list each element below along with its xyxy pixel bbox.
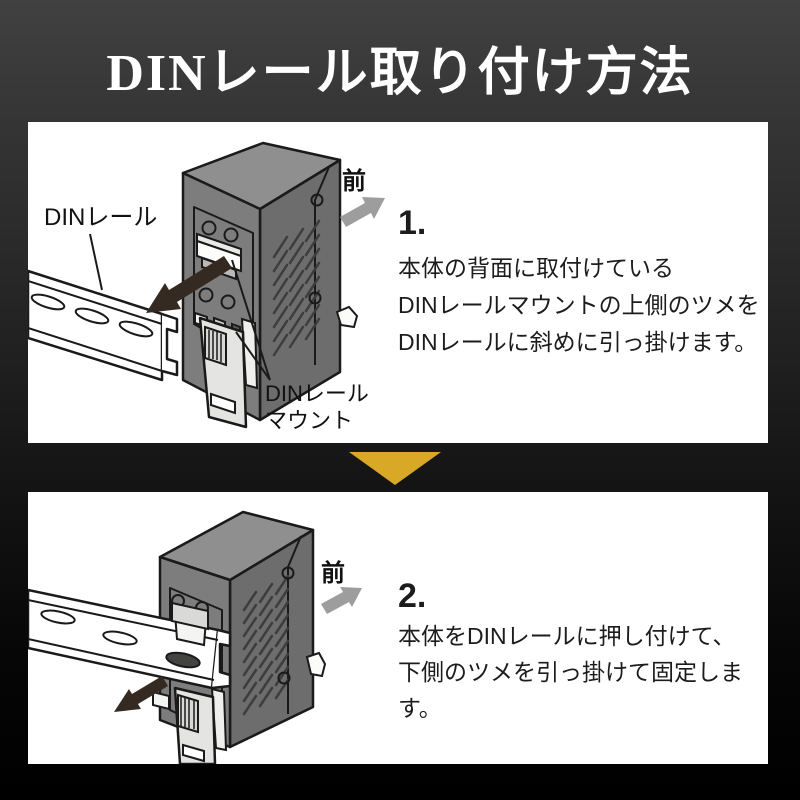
step1-line3: DINレールに斜めに引っ掛けます。 — [398, 329, 758, 355]
din-rail-pointer-line — [89, 233, 103, 291]
front-label: 前 — [321, 560, 345, 587]
push-direction-arrow-icon — [114, 676, 168, 712]
step1-panel: DINレール 前 DINレール マウント 1. 本体の背面に取付けている DIN… — [28, 122, 768, 443]
upper-claw-tab — [171, 601, 209, 647]
pull-direction-arrow-icon — [146, 256, 232, 313]
step2-line2: 下側のツメを引っ掛けて固定します。 — [398, 659, 743, 721]
step2-text: 本体をDINレールに押し付けて、 下側のツメを引っ掛けて固定します。 — [398, 618, 768, 726]
din-rail-label: DINレール — [44, 204, 158, 231]
din-rail-mount-graphic — [198, 316, 259, 429]
front-direction-arrow-icon — [321, 587, 362, 614]
din-rail-mount-graphic — [152, 686, 228, 764]
din-rail-mount-label: DINレール マウント — [265, 380, 369, 434]
front-label: 前 — [342, 168, 366, 195]
mount-label-line1: DINレール — [265, 381, 369, 406]
step1-number: 1. — [398, 204, 427, 242]
front-direction-arrow-icon — [340, 197, 385, 227]
step1-illustration — [28, 141, 385, 429]
vent-slats — [242, 574, 290, 716]
step1-line2: DINレールマウントの上側のツメを — [398, 292, 760, 318]
din-rail-graphic — [28, 269, 179, 382]
mount-label-line2: マウント — [265, 408, 354, 433]
step2-line1: 本体をDINレールに押し付けて、 — [398, 623, 736, 649]
vent-slats — [272, 219, 321, 357]
step2-illustration — [28, 510, 362, 764]
step2-number: 2. — [398, 577, 427, 615]
step1-line1: 本体の背面に取付けている — [398, 255, 674, 281]
step2-panel: 前 2. 本体をDINレールに押し付けて、 下側のツメを引っ掛けて固定します。 — [28, 492, 768, 764]
mount-pointer-lines — [231, 259, 271, 381]
page-title: DINレール取り付け方法 — [106, 45, 694, 102]
step1-text: 本体の背面に取付けている DINレールマウントの上側のツメを DINレールに斜め… — [398, 250, 760, 361]
din-rail-graphic — [28, 588, 232, 690]
step-separator-arrow-icon — [349, 452, 441, 485]
